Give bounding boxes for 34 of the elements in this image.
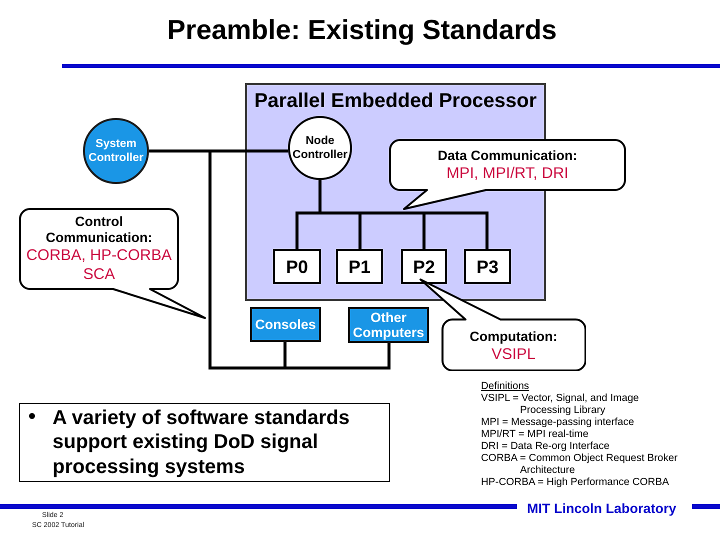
slide-title: Preamble: Existing Standards [167, 15, 557, 45]
node-label: Other Computers [352, 310, 426, 340]
node-label: P1 [348, 256, 371, 276]
callout-text: CORBA, HP-CORBA SCA [25, 246, 173, 284]
callout-bubble [19, 208, 206, 320]
callout-heading: Control Communication: [44, 214, 154, 246]
node-label: P0 [286, 256, 308, 276]
node-label: Consoles [255, 317, 316, 332]
node-label: Node Controller [292, 134, 348, 162]
connector-line [318, 180, 488, 249]
panel-title: Parallel Embedded Processor [254, 90, 537, 112]
node-label: P3 [476, 256, 499, 276]
callout-heading: Computation: [470, 328, 558, 344]
definition-text: CORBA = Common Object Request Broker Architecture [481, 453, 679, 477]
processor-box [464, 249, 511, 284]
processor-box [273, 249, 321, 284]
definition-text: DRI = Data Re-org Interface [481, 441, 610, 453]
callout-text: VSIPL [492, 344, 536, 364]
node-label: System Controller [88, 137, 144, 165]
callout-heading: Data Communication: [438, 148, 578, 164]
system-box [250, 307, 321, 342]
callout-bubble [389, 139, 626, 210]
definition-text: MPI/RT = MPI real-time [481, 429, 588, 441]
processor-box [401, 249, 447, 284]
definition-text: HP-CORBA = High Performance CORBA [481, 477, 669, 489]
callout-text: MPI, MPI/RT, DRI [446, 164, 568, 182]
definition-text: VSIPL = Vector, Signal, and Image Processing Library [481, 393, 640, 417]
bullet-text: A variety of software standards support existing DoD signal processing systems [52, 406, 351, 480]
definition-text: MPI = Message-passing interface [481, 417, 634, 429]
note-box [19, 403, 390, 482]
node-label: P2 [412, 256, 436, 276]
processor-box [336, 249, 383, 284]
footer-text: MIT Lincoln Laboratory [527, 501, 676, 516]
definitions-heading: Definitions [481, 381, 530, 393]
